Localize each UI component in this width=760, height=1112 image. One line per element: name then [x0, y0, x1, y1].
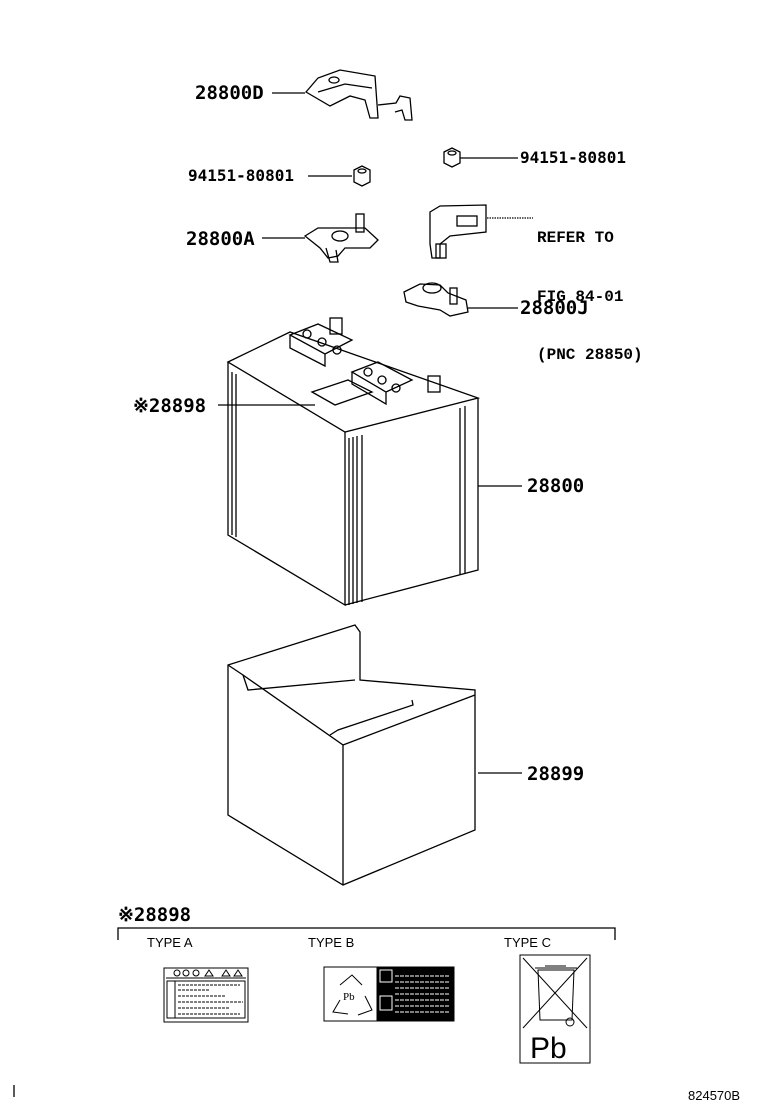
nut-left: [353, 165, 371, 187]
label-type-c: [519, 954, 591, 1064]
current-sensor: [429, 204, 487, 259]
part-label-nut-left[interactable]: 94151-80801: [188, 166, 294, 185]
type-c-pb-symbol: Pb: [530, 1032, 567, 1065]
part-label-28800a[interactable]: 28800A: [186, 228, 255, 250]
terminal-cover-28800d: [304, 69, 413, 121]
label-type-a: [163, 967, 249, 1023]
part-label-nut-right[interactable]: 94151-80801: [520, 148, 626, 167]
terminal-clamp-28800a: [303, 213, 379, 263]
leader-lines: [218, 92, 533, 774]
part-label-28800j[interactable]: 28800J: [520, 297, 589, 319]
terminal-clamp-28800j: [403, 282, 469, 317]
type-b-caption: TYPE B: [308, 935, 355, 950]
part-label-28898[interactable]: ※28898: [133, 395, 207, 417]
type-b-pb-symbol: Pb: [343, 991, 355, 1003]
refer-line-3: (PNC 28850): [537, 346, 643, 364]
label-type-b: [323, 966, 455, 1022]
label-types-heading: ※28898: [118, 904, 192, 926]
refer-line-1: REFER TO: [537, 229, 614, 247]
battery-28800: [226, 317, 481, 607]
part-label-28800d[interactable]: 28800D: [195, 82, 264, 104]
types-bracket: [117, 927, 616, 940]
battery-case-28899: [227, 624, 476, 886]
part-label-28899[interactable]: 28899: [527, 763, 585, 785]
refer-note: REFER TO FIG 84-01 (PNC 28850): [537, 190, 643, 385]
nut-right: [443, 147, 461, 168]
part-label-28800[interactable]: 28800: [527, 475, 585, 497]
refer-line-2[interactable]: FIG 84-01: [537, 287, 624, 306]
type-a-caption: TYPE A: [147, 935, 193, 950]
type-c-caption: TYPE C: [504, 935, 551, 950]
figure-code: 824570B: [688, 1088, 741, 1103]
